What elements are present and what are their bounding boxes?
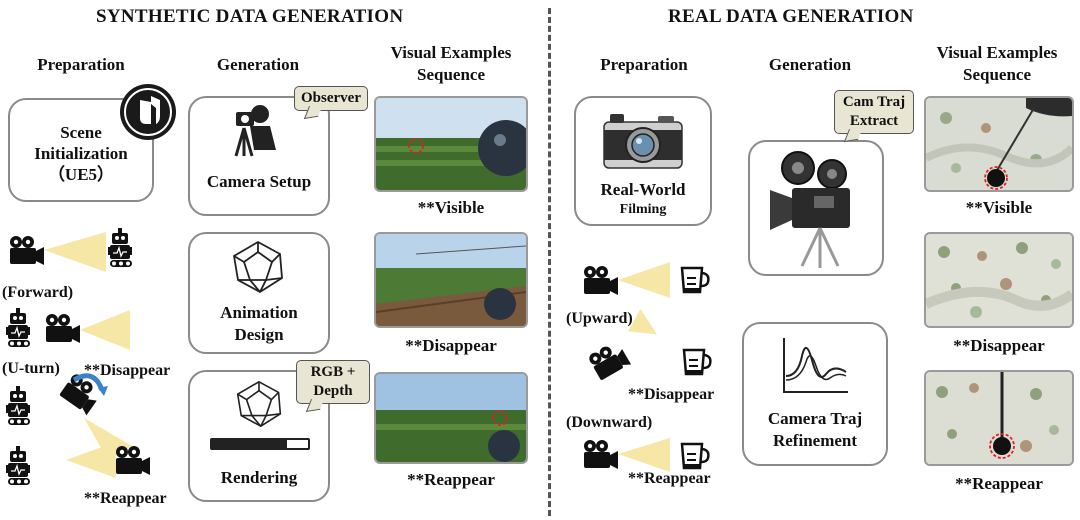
refine-line2: Refinement [772, 431, 858, 450]
synthetic-generation-header: Generation [216, 55, 300, 74]
real-disappear-label: **Disappear [628, 386, 715, 403]
camera-traj-refinement-label: Camera Traj Refinement [742, 408, 888, 452]
real-disappear-thumb-label: **Disappear [953, 336, 1045, 355]
refine-line1: Camera Traj [767, 409, 863, 428]
synthetic-preparation-header: Preparation [37, 55, 125, 74]
uturn-label: (U-turn) [2, 360, 60, 377]
real-examples-header-line1: Visual Examples [936, 43, 1058, 62]
camera-setup-label: Camera Setup [206, 172, 312, 191]
progress-bar [210, 438, 310, 450]
scene-line3: （UE5） [47, 165, 115, 184]
rendering-label: Rendering [220, 468, 298, 487]
camtraj-line1: Cam Traj [842, 94, 906, 110]
synthetic-disappear-thumbnail [374, 232, 528, 328]
synthetic-motion-illustrations [5, 228, 150, 486]
rgb-depth-bubble: RGB + Depth [296, 360, 370, 404]
real-motion-illustrations [584, 262, 712, 472]
real-visible-label: **Visible [965, 198, 1033, 217]
synthetic-reappear-thumb-label: **Reappear [407, 470, 495, 489]
scene-line1: Scene [60, 123, 102, 142]
synthetic-examples-header-line2: Sequence [417, 65, 485, 84]
animation-line2: Design [234, 325, 284, 344]
synthetic-disappear-thumb-label: **Disappear [405, 336, 497, 355]
cam-traj-extract-bubble: Cam Traj Extract [834, 90, 914, 134]
synthetic-reappear-thumbnail [374, 372, 528, 464]
real-world-filming-label: Real-World Filming [574, 180, 712, 220]
progress-bar-fill [212, 440, 287, 448]
cameraman-icon [234, 105, 276, 157]
real-visible-thumbnail [924, 96, 1074, 192]
polyhedron-icon [233, 240, 283, 294]
filming-line1: Real-World [600, 180, 686, 199]
forward-label: (Forward) [2, 284, 74, 301]
scene-initialization-label: Scene Initialization （UE5） [8, 122, 154, 185]
section-divider [548, 8, 551, 516]
render-polyhedron-icon [236, 380, 282, 428]
scene-line2: Initialization [34, 144, 128, 163]
synthetic-visible-label: **Visible [417, 198, 485, 217]
upward-label: (Upward) [566, 310, 633, 327]
observer-bubble: Observer [294, 86, 368, 111]
camtraj-line2: Extract [849, 113, 899, 129]
unreal-engine-logo-icon [120, 84, 176, 140]
synthetic-title: SYNTHETIC DATA GENERATION [96, 6, 404, 27]
film-camera-icon [770, 151, 850, 268]
synthetic-examples-header: Visual Examples Sequence [370, 42, 532, 86]
downward-label: (Downward) [566, 414, 653, 431]
real-generation-header: Generation [768, 55, 852, 74]
filming-line2: Filming [619, 202, 667, 217]
camera-traj-refinement-box [742, 322, 888, 466]
synthetic-examples-header-line1: Visual Examples [390, 43, 512, 62]
animation-design-label: Animation Design [188, 302, 330, 346]
real-disappear-thumbnail [924, 232, 1074, 328]
real-reappear-thumb-label: **Reappear [955, 474, 1043, 493]
real-reappear-thumbnail [924, 370, 1074, 466]
rgb-line1: RGB + [310, 364, 356, 380]
synthetic-reappear-label: **Reappear [84, 490, 167, 507]
synthetic-disappear-label: **Disappear [84, 362, 171, 379]
animation-line1: Animation [220, 303, 298, 322]
waveform-chart-icon [783, 338, 848, 393]
photo-camera-icon [603, 114, 683, 169]
synthetic-visible-thumbnail [374, 96, 528, 192]
real-examples-header-line2: Sequence [963, 65, 1031, 84]
real-title: REAL DATA GENERATION [668, 6, 914, 27]
real-examples-header: Visual Examples Sequence [916, 42, 1078, 86]
rgb-line2: Depth [313, 383, 353, 399]
real-reappear-label: **Reappear [628, 470, 711, 487]
real-preparation-header: Preparation [600, 55, 688, 74]
